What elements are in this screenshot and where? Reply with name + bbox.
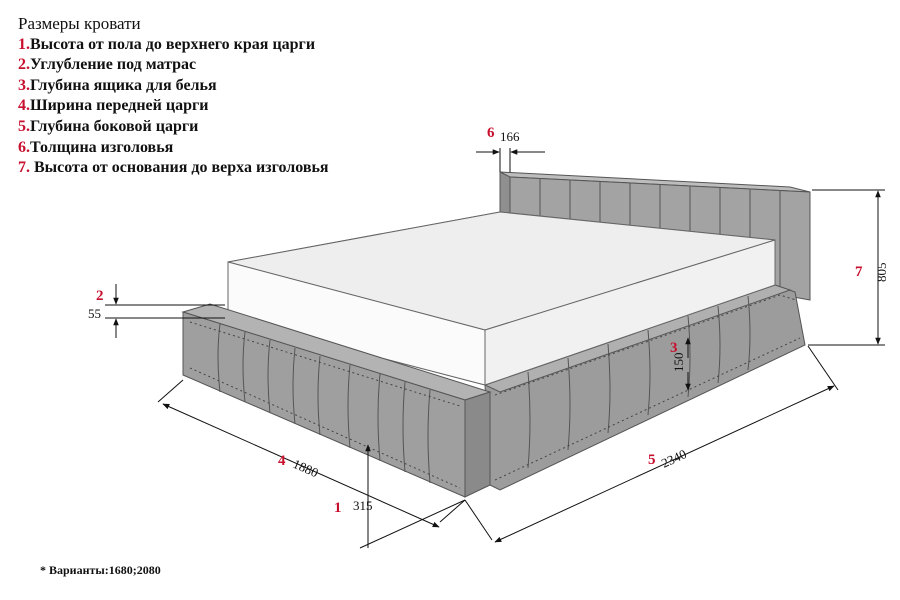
legend-item-text: Высота от пола до верхнего края царги <box>30 35 316 53</box>
dimension-1-value: 315 <box>353 498 373 513</box>
dimension-6: 6 166 <box>476 125 545 172</box>
legend-item-number: 7. <box>18 159 30 177</box>
dimension-6-value: 166 <box>500 129 520 144</box>
legend-item-number: 4. <box>18 97 30 115</box>
legend-item: 7. Высота от основания до верха изголовь… <box>18 158 329 179</box>
legend-item: 5.Глубина боковой царги <box>18 117 329 138</box>
dimension-5-number: 5 <box>648 452 656 468</box>
legend-item-number: 1. <box>18 35 30 53</box>
legend-item-number: 3. <box>18 76 30 94</box>
legend-item-text: Глубина боковой царги <box>30 117 199 135</box>
dimension-2-number: 2 <box>96 288 104 304</box>
legend-item-text: Высота от основания до верха изголовья <box>30 159 329 177</box>
legend-item: 6.Толщина изголовья <box>18 138 329 159</box>
legend-item-number: 5. <box>18 117 30 135</box>
legend-item-text: Ширина передней царги <box>30 97 209 115</box>
dimension-1-number: 1 <box>334 500 342 516</box>
dimension-3: 3 150 <box>670 337 691 391</box>
legend-item: 3.Глубина ящика для белья <box>18 76 329 97</box>
dimension-6-number: 6 <box>487 125 495 141</box>
legend-title: Размеры кровати <box>18 14 141 33</box>
dimension-3-value: 150 <box>671 353 686 373</box>
legend-item-number: 6. <box>18 138 30 156</box>
legend-item-text: Углубление под матрас <box>30 56 197 74</box>
dimension-1: 1 315 <box>334 444 466 549</box>
dimension-2: 2 55 <box>88 284 225 338</box>
legend-item: 1.Высота от пола до верхнего края царги <box>18 35 329 56</box>
dimension-2-value: 55 <box>88 306 101 321</box>
dimension-7: 7 805 <box>808 189 889 346</box>
legend-item-text: Глубина ящика для белья <box>30 76 217 94</box>
legend-item-number: 2. <box>18 56 30 74</box>
dimension-7-value: 805 <box>874 263 889 283</box>
dimension-7-number: 7 <box>855 264 863 280</box>
dimension-4-value: 1880 <box>291 456 321 480</box>
legend-item: 2.Углубление под матрас <box>18 55 329 76</box>
dimension-4-number: 4 <box>278 453 286 469</box>
legend: Размеры кровати 1.Высота от пола до верх… <box>18 14 329 179</box>
footnote: * Варианты:1680;2080 <box>40 563 161 577</box>
mattress <box>227 211 776 386</box>
dimension-5-value: 2340 <box>659 446 689 471</box>
legend-item: 4.Ширина передней царги <box>18 96 329 117</box>
dimension-3-number: 3 <box>670 340 678 356</box>
legend-item-text: Толщина изголовья <box>30 138 174 156</box>
